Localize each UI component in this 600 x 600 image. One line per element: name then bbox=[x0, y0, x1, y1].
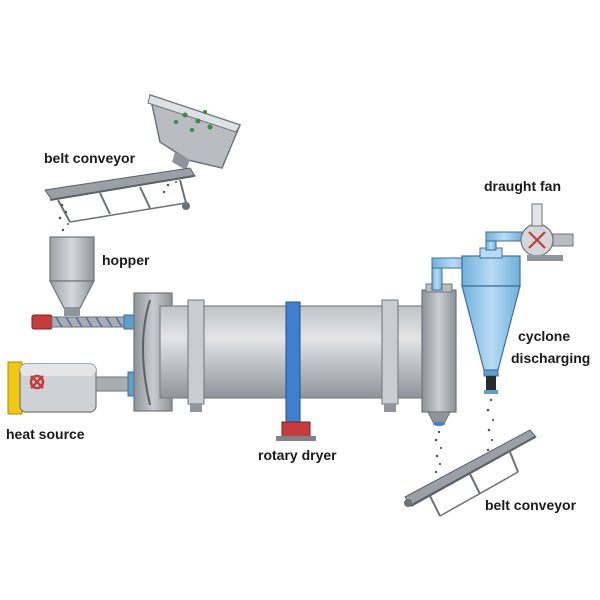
heat-source bbox=[7, 361, 139, 415]
feed-bin bbox=[147, 93, 242, 170]
label-discharging: discharging bbox=[511, 350, 591, 366]
label-heat-source: heat source bbox=[6, 426, 85, 442]
screw-feeder bbox=[31, 314, 143, 330]
falling-material-to-hopper bbox=[58, 203, 69, 232]
fan-duct bbox=[485, 231, 523, 251]
label-cyclone: cyclone bbox=[518, 328, 571, 344]
belt-conveyor-bottom bbox=[404, 429, 537, 517]
falling-material-cyclone bbox=[486, 398, 495, 452]
drive-stand bbox=[276, 301, 316, 441]
label-draught-fan: draught fan bbox=[484, 178, 561, 194]
cyclone bbox=[461, 247, 521, 394]
label-rotary-dryer: rotary dryer bbox=[258, 447, 337, 463]
dryer-discharge-head bbox=[421, 283, 457, 426]
draught-fan bbox=[520, 203, 574, 261]
belt-conveyor-top bbox=[44, 167, 196, 223]
hopper bbox=[49, 236, 95, 316]
label-hopper: hopper bbox=[102, 252, 150, 268]
label-belt-conveyor-bottom: belt conveyor bbox=[485, 497, 577, 513]
rotary-dryer-drum bbox=[159, 299, 446, 412]
label-belt-conveyor-top: belt conveyor bbox=[44, 150, 136, 166]
falling-material-dryer-outlet bbox=[434, 430, 443, 474]
